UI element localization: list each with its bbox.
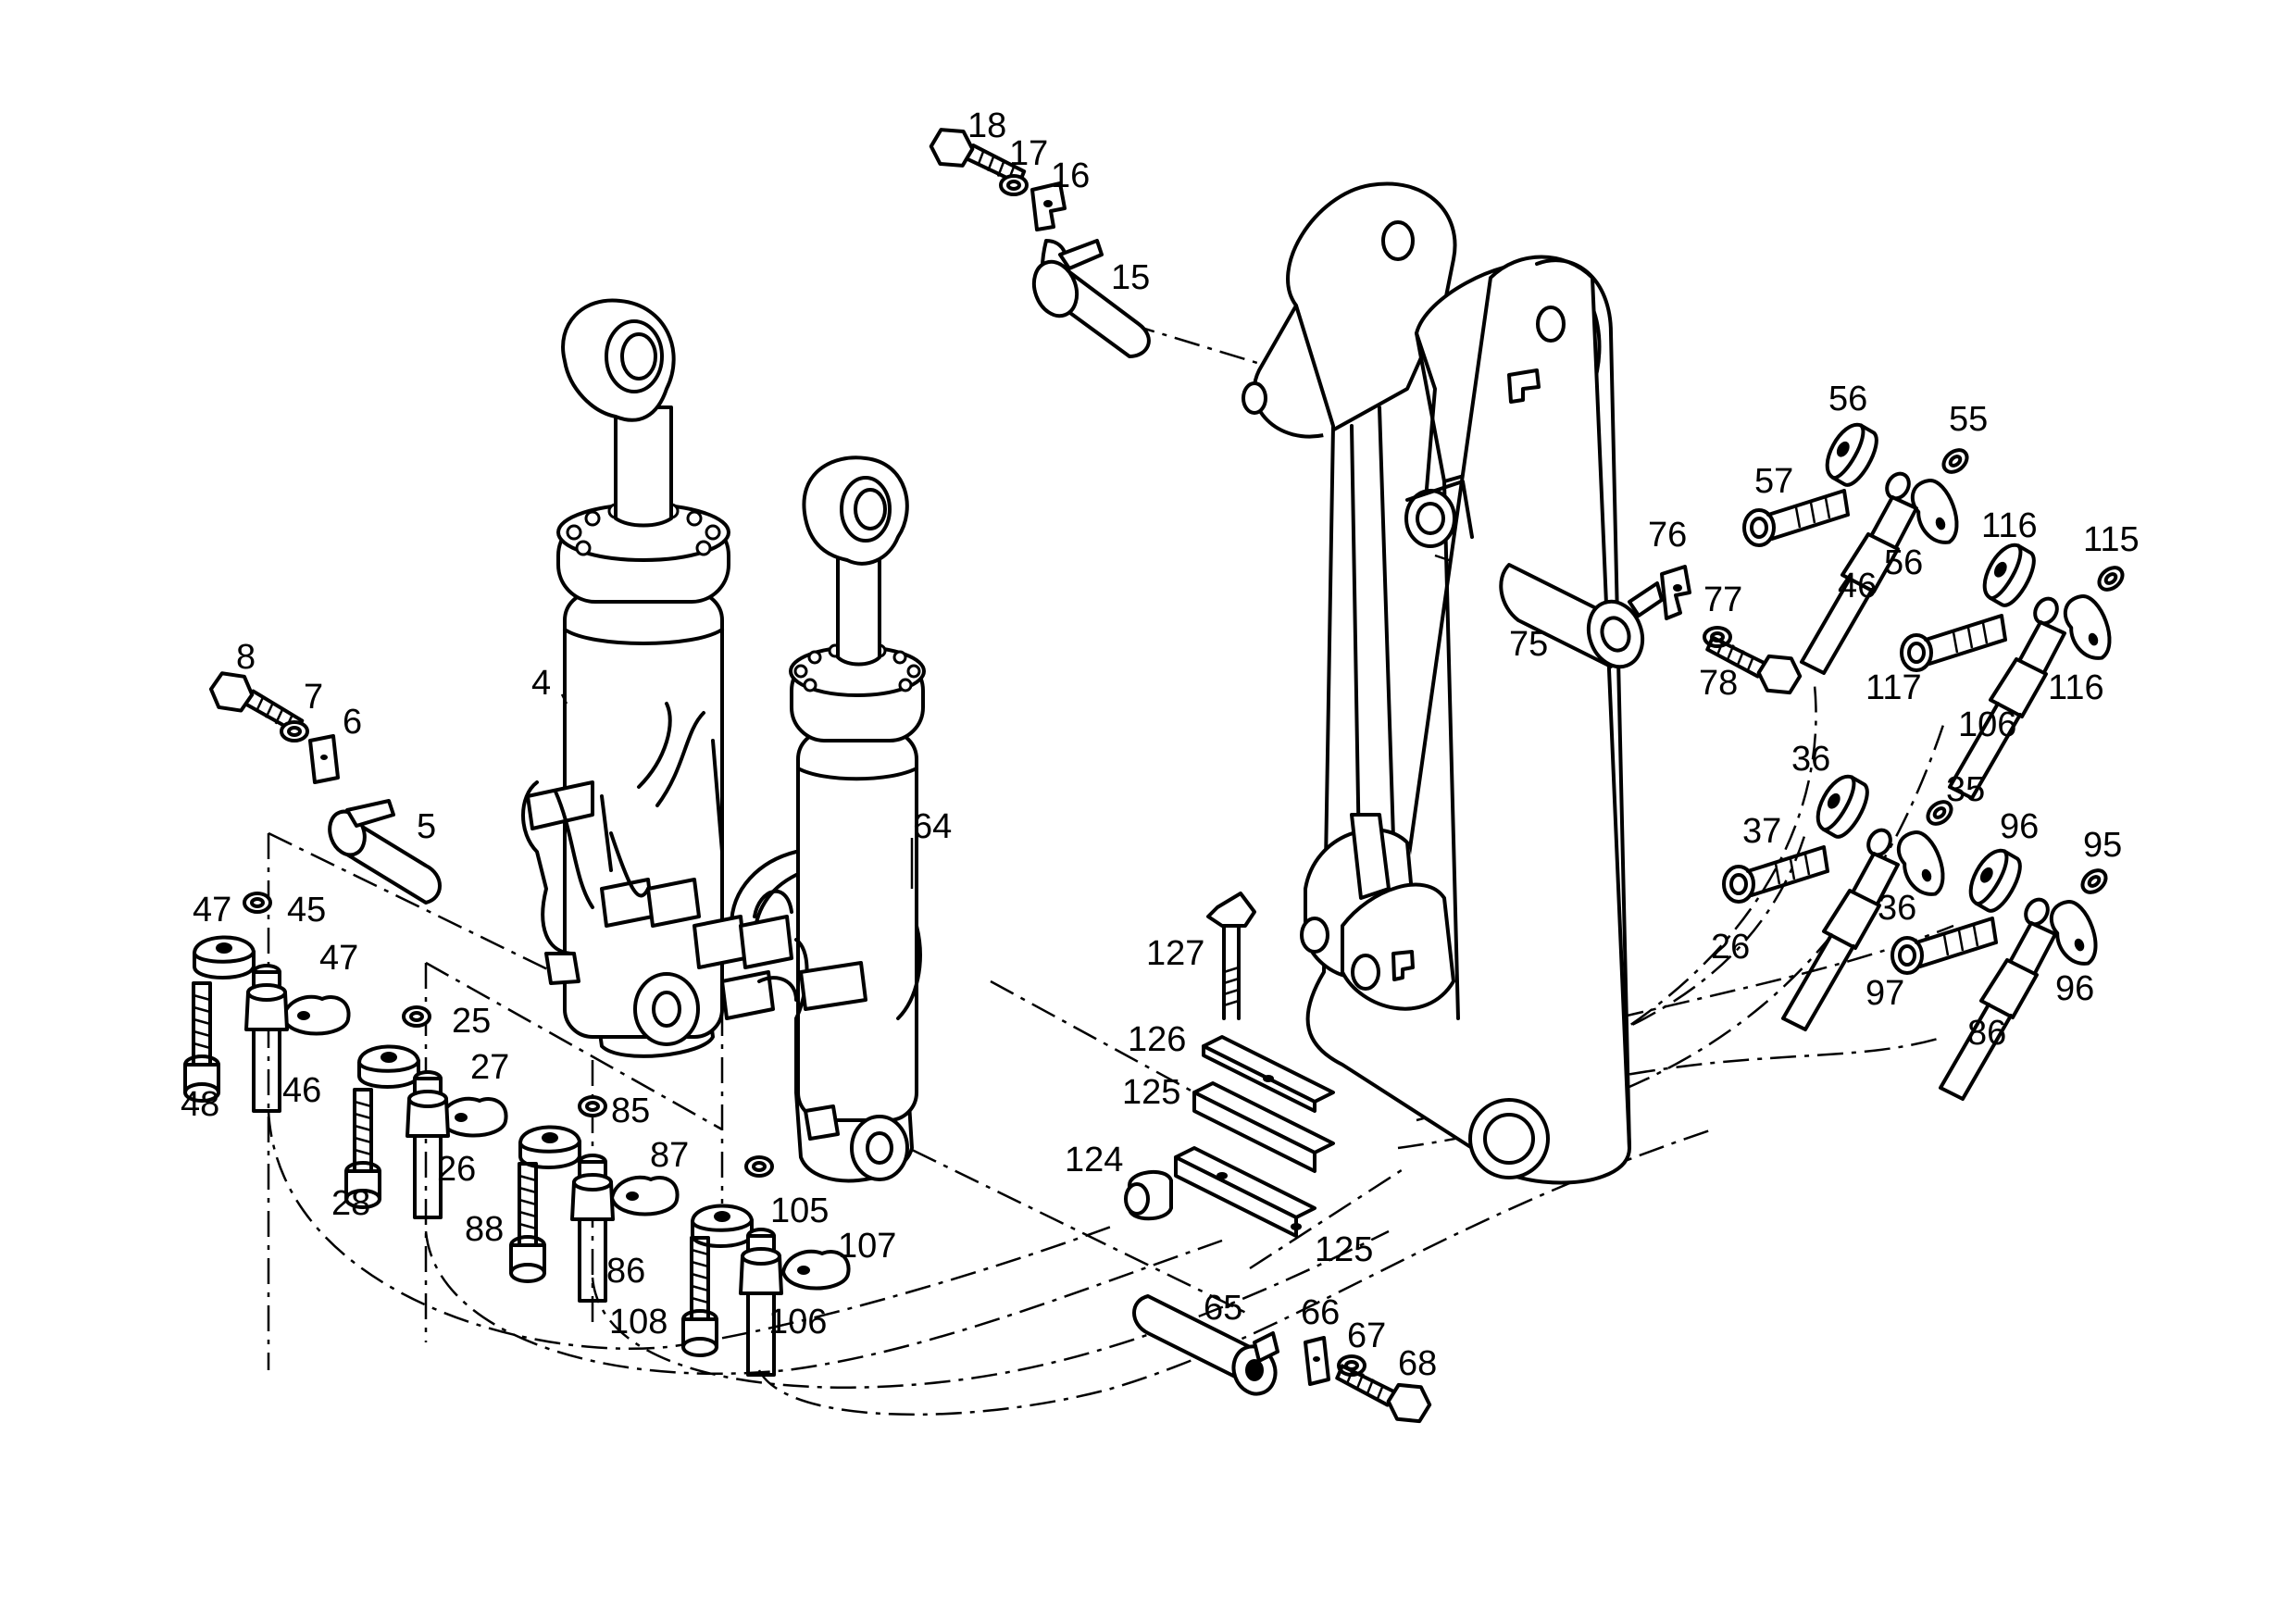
callout-label: 124: [1065, 1141, 1123, 1179]
pin-5-assembly: [204, 666, 442, 905]
callout-label: 47: [319, 939, 358, 978]
callout-label: 87: [650, 1136, 689, 1175]
callout-label: 115: [2083, 520, 2140, 559]
callout-label: 5: [417, 807, 436, 846]
callout-label: 86: [1967, 1014, 2006, 1053]
callout-label: 26: [1711, 928, 1750, 967]
callout-label: 27: [470, 1048, 509, 1087]
hydraulic-cylinder-4: [521, 298, 730, 1058]
callout-label: 36: [1791, 740, 1830, 779]
callout-label: 117: [1866, 668, 1922, 707]
callout-label: 96: [2000, 807, 2039, 846]
callout-label: 108: [609, 1303, 668, 1341]
callout-label: 76: [1648, 516, 1687, 555]
callout-label: 18: [967, 106, 1006, 145]
callout-label: 48: [181, 1085, 219, 1124]
callout-label: 85: [611, 1092, 650, 1130]
fitting-group-106-left: [681, 1155, 851, 1377]
callout-label: 88: [465, 1210, 504, 1249]
callout-label: 86: [606, 1252, 645, 1291]
callout-label: 125: [1122, 1073, 1180, 1112]
leader-lines: [560, 693, 914, 889]
callout-label: 64: [913, 807, 952, 846]
callout-label: 28: [331, 1184, 370, 1223]
callout-label: 15: [1111, 258, 1150, 297]
callout-label: 16: [1051, 156, 1090, 195]
callout-label: 126: [1128, 1020, 1186, 1059]
callout-label: 6: [343, 703, 362, 742]
callout-label: 125: [1315, 1230, 1373, 1269]
callout-label: 35: [1946, 770, 1985, 809]
callout-label: 47: [193, 891, 231, 930]
callout-label: 46: [282, 1071, 321, 1110]
boom-frame: [1242, 181, 1631, 1185]
callout-label: 17: [1009, 134, 1048, 173]
callout-label: 105: [770, 1192, 829, 1230]
callout-label: 65: [1204, 1289, 1242, 1328]
pin-65-assembly: [1132, 1294, 1436, 1429]
callout-label: 106: [768, 1303, 827, 1341]
callout-label: 7: [304, 678, 323, 717]
bracket-stack: [1124, 892, 1335, 1238]
fitting-group-86-left: [509, 1095, 680, 1303]
callout-label: 37: [1742, 812, 1781, 851]
callout-label: 45: [287, 891, 326, 930]
callout-label: 116: [1981, 506, 2038, 545]
pin-15-assembly: [925, 122, 1151, 358]
callout-label: 25: [452, 1002, 491, 1041]
callout-label: 57: [1754, 462, 1793, 501]
callout-label: 127: [1146, 934, 1204, 973]
fitting-group-26-right: [1722, 767, 1958, 1031]
callout-label: 66: [1301, 1293, 1340, 1332]
callout-label: 106: [1958, 705, 2016, 744]
callout-label: 116: [2048, 668, 2104, 707]
callout-label: 95: [2083, 826, 2122, 865]
callout-label: 75: [1509, 625, 1548, 664]
callout-label: 36: [1878, 889, 1916, 928]
callout-labels: 18 17 16 15 4 64 8 7 6 5 47 45 47 48 46 …: [181, 106, 2140, 1383]
pin-75-assembly: [1499, 563, 1806, 700]
callout-label: 8: [236, 638, 256, 677]
hydraulic-cylinder-64: [693, 455, 926, 1183]
callout-label: 4: [531, 664, 551, 703]
callout-label: 97: [1866, 974, 1904, 1013]
callout-label: 96: [2055, 969, 2094, 1008]
callout-label: 56: [1884, 543, 1923, 582]
callout-label: 56: [1828, 380, 1867, 418]
callout-label: 78: [1699, 664, 1738, 703]
callout-label: 77: [1703, 580, 1742, 619]
callout-label: 46: [1838, 567, 1877, 605]
callout-label: 107: [838, 1227, 896, 1266]
callout-label: 68: [1398, 1344, 1437, 1383]
callout-label: 67: [1347, 1316, 1386, 1355]
callout-label: 26: [437, 1150, 476, 1189]
callout-label: 55: [1949, 400, 1988, 439]
